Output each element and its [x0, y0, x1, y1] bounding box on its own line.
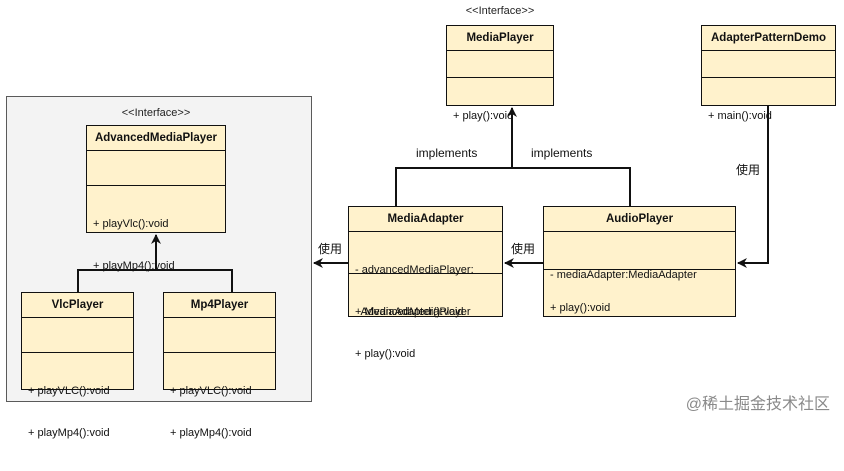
uses-label-audio: 使用	[511, 242, 536, 256]
operation: + play():void	[453, 110, 514, 122]
connectors	[77, 106, 769, 292]
operation: + MediaAdapter():void	[355, 306, 464, 318]
implements-label-left: implements	[416, 146, 478, 160]
uml-diagram: <<Interface>> <<Interface>> MediaPlayer …	[6, 5, 836, 439]
class-operations: + main():void	[702, 78, 835, 154]
class-attributes: - mediaAdapter:MediaAdapter	[544, 232, 735, 281]
implements-label-right: implements	[531, 146, 593, 160]
implements-line-audio-player	[512, 167, 631, 206]
class-name: Mp4Player	[164, 293, 275, 318]
implements-line-mp4	[156, 269, 233, 292]
class-operations: + MediaAdapter():void + play():void	[349, 274, 502, 392]
class-name: MediaPlayer	[447, 26, 553, 51]
advanced-media-player-stereotype: <<Interface>>	[121, 107, 191, 119]
class-mp4-player: Mp4Player + playVLC():void + playMp4():v…	[163, 292, 276, 439]
class-name: AdvancedMediaPlayer	[87, 126, 225, 151]
class-adapter-pattern-demo: AdapterPatternDemo + main():void	[701, 25, 836, 122]
attribute: AdvancedMediaPlayer	[355, 306, 471, 318]
class-name: AudioPlayer	[544, 207, 735, 232]
class-attributes	[702, 51, 835, 78]
operation: + main():void	[708, 110, 772, 122]
class-name: VlcPlayer	[22, 293, 133, 318]
operation: + playVlc():void	[93, 218, 169, 230]
operation: + playVLC():void	[28, 385, 110, 397]
attribute: - mediaAdapter:MediaAdapter	[550, 269, 697, 281]
uses-line-demo	[737, 106, 769, 268]
class-attributes	[447, 51, 553, 78]
operation: + playMp4():void	[170, 427, 252, 439]
implements-line-media-adapter	[395, 167, 512, 206]
attribute: - advancedMediaPlayer:	[355, 264, 474, 276]
class-media-adapter: MediaAdapter - advancedMediaPlayer: Adva…	[348, 206, 503, 360]
class-media-player: MediaPlayer + play():void	[446, 25, 554, 122]
class-name: AdapterPatternDemo	[702, 26, 835, 51]
class-operations: + play():void	[544, 270, 735, 346]
class-audio-player: AudioPlayer - mediaAdapter:MediaAdapter …	[543, 206, 736, 317]
operation: + play():void	[550, 302, 611, 314]
class-attributes	[164, 318, 275, 353]
watermark: @稀土掘金技术社区	[685, 396, 830, 413]
operation: + playMp4():void	[28, 427, 110, 439]
class-attributes	[22, 318, 133, 353]
media-player-stereotype: <<Interface>>	[465, 5, 535, 17]
class-operations: + play():void	[447, 78, 553, 154]
class-name: MediaAdapter	[349, 207, 502, 232]
class-attributes: - advancedMediaPlayer: AdvancedMediaPlay…	[349, 232, 502, 318]
operation: + play():void	[355, 348, 416, 360]
class-attributes	[87, 151, 225, 186]
uses-label-demo: 使用	[736, 163, 761, 177]
operation: + playVLC():void	[170, 385, 252, 397]
class-advanced-media-player: AdvancedMediaPlayer + playVlc():void + p…	[86, 125, 226, 272]
uses-label-adapter: 使用	[318, 242, 343, 256]
implements-line-vlc	[77, 269, 156, 292]
